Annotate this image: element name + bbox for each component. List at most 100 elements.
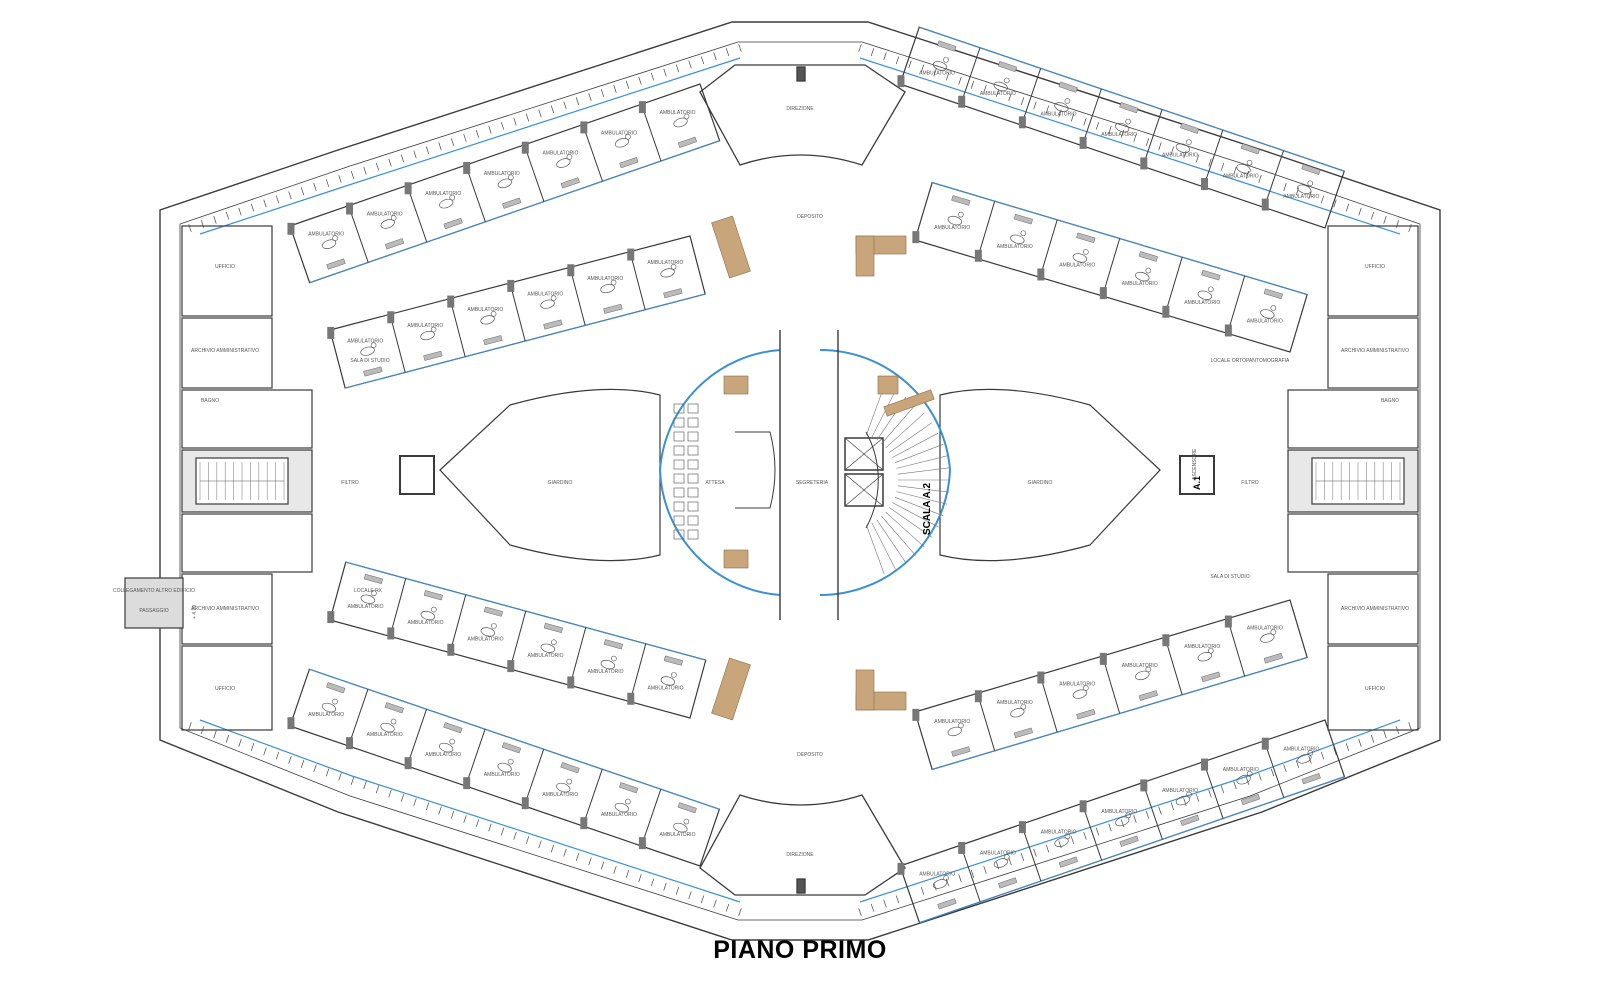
chair xyxy=(673,473,685,484)
dimension-tick xyxy=(488,125,492,134)
dimension-tick xyxy=(413,150,417,159)
label-ambulatorio: AMBULATORIO xyxy=(1101,809,1137,815)
stool xyxy=(1270,305,1277,311)
dimension-tick xyxy=(1195,793,1200,802)
stool xyxy=(958,722,964,729)
counter xyxy=(423,350,443,361)
dimension-tick xyxy=(613,865,617,874)
dental-chair xyxy=(480,627,496,637)
room-partition xyxy=(1203,129,1224,188)
room-partition xyxy=(582,769,603,827)
room-partition xyxy=(348,689,369,747)
dental-chair xyxy=(1115,816,1130,827)
dimension-tick xyxy=(275,195,280,204)
dimension-tick xyxy=(945,72,950,81)
dimension-tick xyxy=(883,899,887,908)
stool xyxy=(449,738,455,745)
dimension-tick xyxy=(725,48,730,57)
dimension-tick xyxy=(895,56,900,65)
dimension-tick xyxy=(313,183,317,192)
stool xyxy=(671,672,677,678)
stool xyxy=(610,279,617,286)
dimension-tick xyxy=(325,179,330,187)
stool xyxy=(1208,647,1214,654)
spiral-tread xyxy=(892,502,939,528)
reception-desks xyxy=(711,215,935,721)
room-partition xyxy=(1039,219,1058,278)
dimension-tick xyxy=(550,105,555,114)
dimension-tick xyxy=(575,853,580,861)
stool xyxy=(1125,812,1132,819)
dimension-tick xyxy=(363,166,367,175)
stool xyxy=(625,798,631,805)
label-ambulatorio: AMBULATORIO xyxy=(542,151,578,157)
room-partition xyxy=(1102,655,1121,714)
column xyxy=(1037,671,1045,684)
right-stair xyxy=(1315,462,1401,500)
column xyxy=(507,279,515,292)
spiral-tread xyxy=(866,525,885,575)
label-ambulatorio: AMBULATORIO xyxy=(919,70,955,76)
dental-chair xyxy=(1072,689,1087,699)
dimension-tick xyxy=(1358,739,1362,747)
label-filtro-r: FILTRO xyxy=(1241,480,1259,486)
room-partition xyxy=(465,164,486,223)
dental-chair xyxy=(933,879,948,889)
dimension-tick xyxy=(663,68,667,77)
dimension-tick xyxy=(1033,101,1037,110)
room-partition xyxy=(1142,782,1163,840)
room-partition xyxy=(629,643,647,702)
dental-chair xyxy=(1236,163,1251,174)
dental-chair xyxy=(947,215,962,226)
dimension-tick xyxy=(1045,105,1050,114)
counter xyxy=(443,217,463,230)
label-ambulatorio: AMBULATORIO xyxy=(1101,132,1137,138)
label-ufficio-l1: UFFICIO xyxy=(215,264,235,270)
label-direzione-bottom: DIREZIONE xyxy=(786,852,814,858)
dimension-tick xyxy=(350,170,355,179)
dimension-tick xyxy=(625,80,630,89)
dimension-tick xyxy=(1345,203,1350,212)
dimension-tick xyxy=(970,870,975,878)
dimension-tick xyxy=(413,798,417,806)
dental-chair xyxy=(439,198,454,209)
room-partition xyxy=(960,47,981,105)
spiral-tread xyxy=(896,491,948,505)
counter xyxy=(1013,727,1033,739)
drawing-title: PIANO PRIMO xyxy=(713,936,887,964)
column xyxy=(567,264,575,277)
column xyxy=(1201,758,1209,771)
label-ambulatorio: AMBULATORIO xyxy=(528,653,564,659)
spiral-tread xyxy=(889,422,933,453)
chair xyxy=(687,417,699,428)
label-ambulatorio: AMBULATORIO xyxy=(1247,319,1283,325)
counter xyxy=(1119,102,1139,114)
dimension-tick xyxy=(538,109,542,118)
dimension-tick xyxy=(1208,158,1212,167)
label-ambulatorio: AMBULATORIO xyxy=(425,752,461,758)
counter xyxy=(619,782,639,794)
dimension-tick xyxy=(1233,166,1237,175)
spiral-tread xyxy=(881,516,916,556)
dimension-tick xyxy=(1058,840,1062,849)
dimension-tick xyxy=(250,743,255,752)
room-partition xyxy=(640,104,662,162)
dimension-tick xyxy=(488,823,492,832)
counter xyxy=(1013,213,1033,225)
room-partition xyxy=(348,205,369,263)
stool xyxy=(943,875,949,881)
dimension-tick xyxy=(500,827,505,836)
dimension-tick xyxy=(1220,162,1225,171)
dental-chair xyxy=(321,702,337,713)
chair xyxy=(673,529,685,540)
dental-chair xyxy=(1197,290,1212,300)
dental-chair xyxy=(660,676,676,686)
dimension-tick xyxy=(1083,832,1087,840)
dental-chair xyxy=(556,158,571,168)
office-wing xyxy=(899,26,1346,229)
stool xyxy=(670,264,677,270)
label-ambulatorio: AMBULATORIO xyxy=(660,110,696,116)
dimension-tick xyxy=(450,810,455,819)
label-ambulatorio: AMBULATORIO xyxy=(934,225,970,231)
